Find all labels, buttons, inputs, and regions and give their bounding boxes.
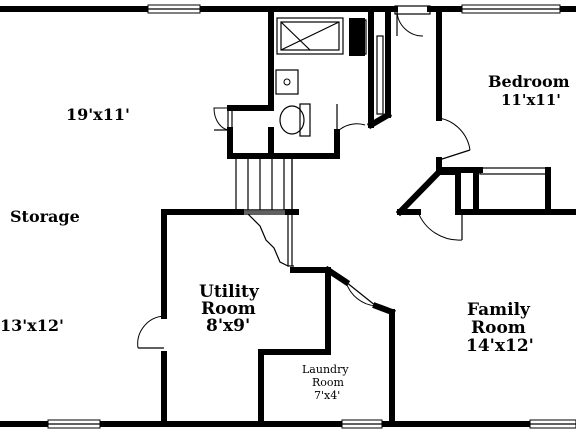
utility-dim: 8'x9' bbox=[206, 316, 250, 336]
exterior-walls bbox=[0, 6, 576, 427]
room-labels: 19'x11' Storage 13'x12' Bedroom 11'x11' … bbox=[0, 72, 570, 402]
utility-label-2: Room bbox=[201, 299, 256, 319]
family-label-1: Family bbox=[467, 300, 531, 320]
toilet-tank bbox=[299, 103, 311, 137]
toilet-bowl bbox=[279, 105, 305, 135]
bedroom-dim: 11'x11' bbox=[501, 91, 561, 109]
doors bbox=[137, 5, 547, 349]
family-label-2: Room bbox=[471, 318, 526, 338]
interior-walls bbox=[161, 6, 576, 427]
windows bbox=[47, 4, 576, 429]
storage-label: Storage bbox=[10, 207, 80, 226]
shower bbox=[276, 17, 344, 55]
utility-label-1: Utility bbox=[199, 282, 260, 302]
vanity-counter bbox=[349, 18, 365, 56]
family-dim: 14'x12' bbox=[466, 336, 534, 356]
bathroom-fixtures bbox=[275, 17, 367, 137]
staircase bbox=[235, 157, 294, 267]
laundry-label-1: Laundry bbox=[302, 363, 349, 376]
storage-dim-top: 19'x11' bbox=[66, 105, 130, 124]
sink bbox=[275, 69, 299, 95]
laundry-label-2: Room bbox=[312, 376, 345, 389]
storage-dim-bottom: 13'x12' bbox=[0, 316, 64, 335]
bedroom-label: Bedroom bbox=[488, 72, 570, 91]
laundry-dim: 7'x4' bbox=[314, 389, 340, 402]
